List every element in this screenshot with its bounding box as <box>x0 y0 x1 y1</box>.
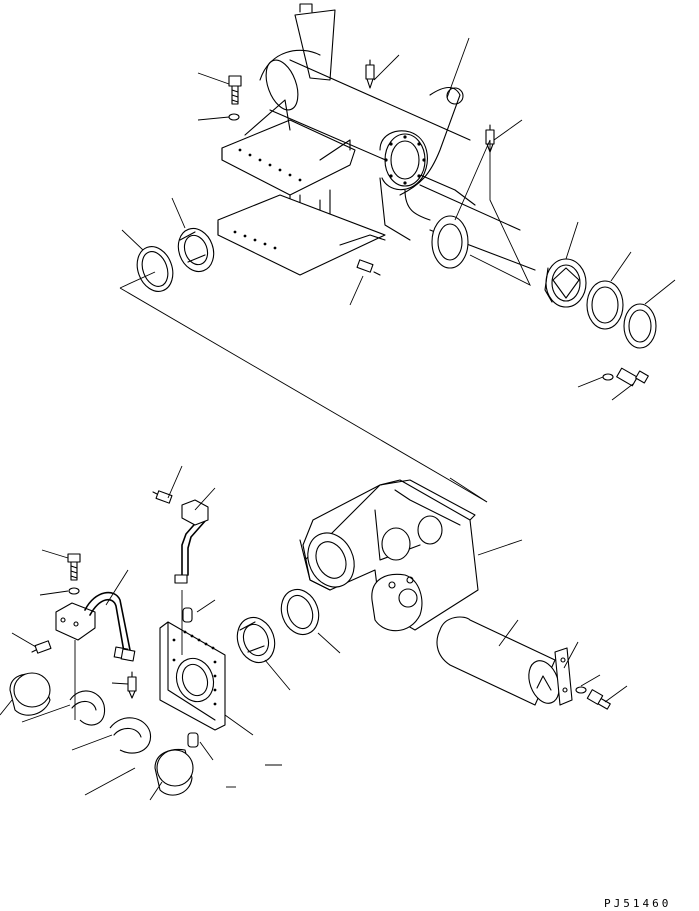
flange-bolt-holes <box>384 135 426 185</box>
cylinder-bushing-bottom <box>154 748 194 796</box>
washer-lower-left <box>68 587 80 595</box>
plate-bolt-holes <box>172 630 217 706</box>
bushing-lower-center <box>236 616 276 664</box>
dowel-pin-upper <box>182 607 193 623</box>
upper-leaders <box>119 37 676 503</box>
seal-ring-upper-right <box>623 303 657 349</box>
grease-fitting-top <box>365 59 375 89</box>
upper-bolt <box>228 75 242 105</box>
grease-fitting-lower-mid <box>127 671 137 699</box>
lock-plate <box>554 647 573 706</box>
grease-pipe <box>174 499 209 655</box>
gasket-upper-right <box>586 280 624 330</box>
mounting-plate <box>159 621 226 731</box>
base-holes <box>233 230 277 250</box>
bolt-lower-right <box>586 689 611 710</box>
figure-code: PJ51460 <box>604 897 671 910</box>
end-cap-upper-right <box>544 258 587 308</box>
washer-upper-right <box>602 373 614 381</box>
washer-lower-right <box>575 686 587 694</box>
dowel-pin-lower <box>187 732 199 748</box>
pin <box>436 616 560 706</box>
upper-washer <box>228 113 240 121</box>
split-ring-center <box>109 717 152 754</box>
bolt-lower-left <box>67 553 81 581</box>
block-with-u-pipe <box>55 591 136 662</box>
plate-holes <box>238 148 302 182</box>
upper-frame-assembly <box>217 3 536 276</box>
cylinder-bushing-left <box>9 672 51 716</box>
bolt-upper-right <box>616 367 649 387</box>
grease-fitting-lower-left <box>31 640 52 654</box>
seal-ring-lower-center <box>280 588 320 636</box>
bushing-upper-left <box>177 227 215 273</box>
lower-yoke-bracket <box>299 479 479 632</box>
seal-ring-upper-left <box>136 246 174 292</box>
grease-fitting-lower-top <box>152 490 173 504</box>
split-ring-left <box>69 690 106 726</box>
grease-fitting-bottom <box>356 259 381 276</box>
lower-leaders <box>0 465 628 801</box>
